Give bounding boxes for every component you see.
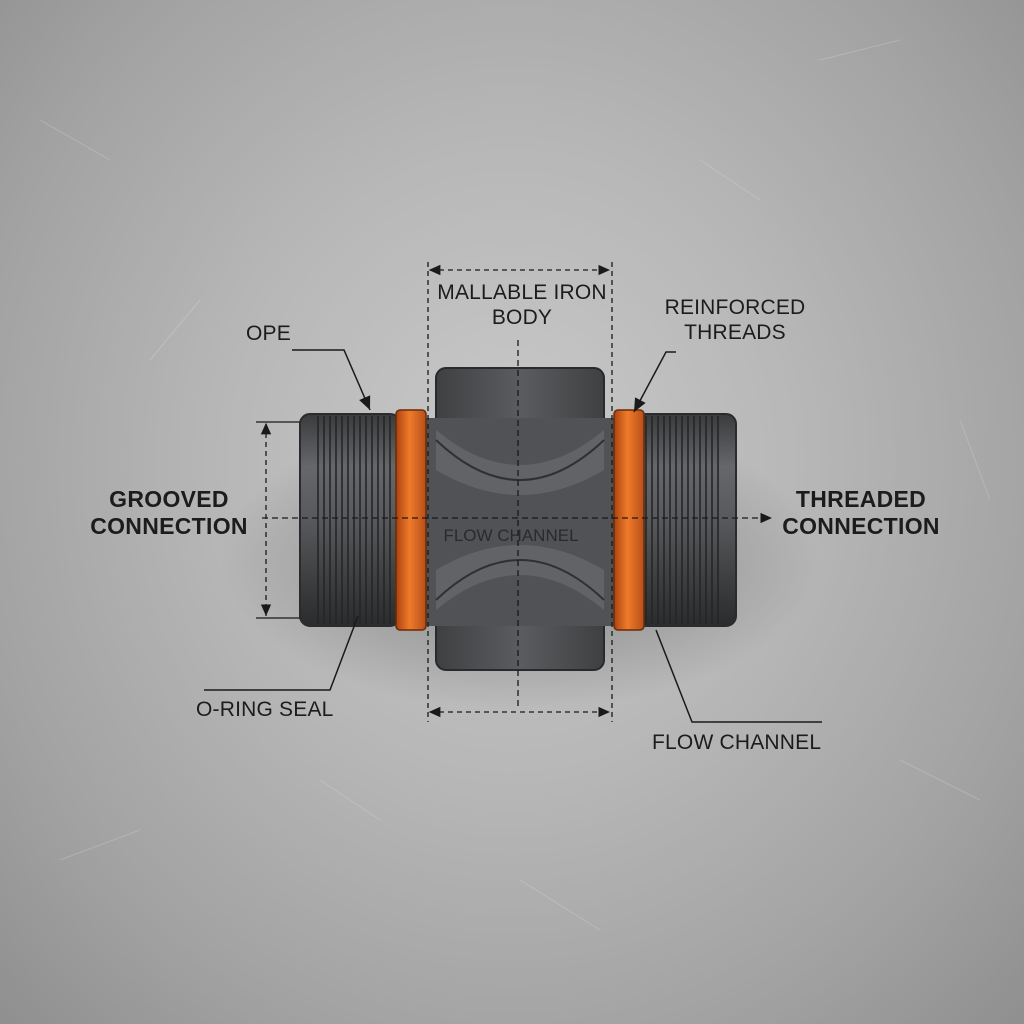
malleable-iron-body: [418, 367, 628, 671]
right-seal-ring: [613, 409, 645, 631]
label-grooved-line1: GROOVED: [109, 486, 229, 512]
left-threaded-pipe: [299, 413, 401, 627]
label-o-ring-seal: O-RING SEAL: [196, 698, 334, 721]
label-body-line1: MALLABLE IRON: [437, 281, 607, 304]
label-grooved-line2: CONNECTION: [90, 512, 248, 539]
label-ope: OPE: [246, 322, 291, 345]
label-flow-channel-center: FLOW CHANNEL: [443, 526, 579, 545]
dimension-lines: [256, 262, 772, 722]
label-body-line2: BODY: [491, 305, 553, 329]
label-threaded-line2: CONNECTION: [782, 512, 940, 539]
label-reinforced-line1: REINFORCED: [664, 296, 806, 319]
scratch-texture: [39, 39, 991, 931]
label-threaded-line1: THREADED: [795, 486, 927, 512]
leader-lines: [204, 349, 822, 723]
label-reinforced-line2: THREADS: [684, 320, 786, 344]
right-threaded-pipe: [635, 413, 737, 627]
label-threaded-connection: THREADED CONNECTION: [776, 486, 946, 540]
left-seal-ring: [395, 409, 427, 631]
label-flow-channel-lower: FLOW CHANNEL: [652, 731, 822, 754]
label-reinforced-threads: REINFORCED THREADS: [660, 296, 810, 345]
label-malleable-iron-body: MALLABLE IRON BODY: [432, 281, 612, 330]
label-grooved-connection: GROOVED CONNECTION: [84, 486, 254, 540]
